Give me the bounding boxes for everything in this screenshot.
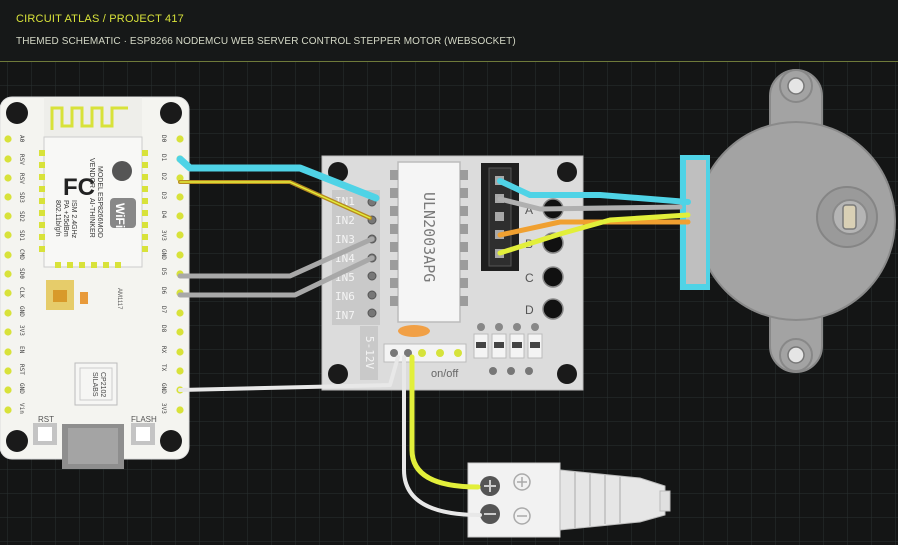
wire-motor-orange[interactable] [497,219,691,238]
led-indicators [473,323,543,375]
pin-label-3v3-right-1: 3V3 [160,230,167,241]
pin-label-d7: D7 [160,306,167,314]
wire-ground-jack[interactable] [402,355,482,517]
input-label-in7: IN7 [335,309,355,322]
pin-label-3v3-left-1: 3V3 [18,325,25,336]
pin-label-rsv-1: RSV [18,154,25,165]
switch-label[interactable]: on/off [431,368,459,380]
pin-label-sd2: SD2 [18,211,25,222]
module-logo-icon [112,161,132,181]
wire-d1-in1[interactable] [176,155,380,202]
wire-d5-in3[interactable] [177,236,375,279]
plus-icon [513,473,531,491]
pin-label-d6: D6 [160,287,167,295]
pin-label-d1: D1 [160,154,167,162]
usb-chip-model: CP2102 [99,372,106,397]
mount-hole-top [787,77,805,95]
pin-label-d3: D3 [160,192,167,200]
pin-label-d5: D5 [160,268,167,276]
pin-label-rst: RST [18,364,25,375]
pin-label-3v3-right-2: 3V3 [160,403,167,414]
uln2003-chip-label: ULN2003APG [420,192,438,282]
chip-line-model: MODEL [96,166,103,191]
led-label-a: A [525,203,533,217]
dc-power-jack[interactable] [467,462,671,538]
pin-label-a0: A0 [18,135,25,143]
pin-label-rx: RX [160,346,167,354]
input-label-in2: IN2 [335,214,355,227]
pin-label-d2: D2 [160,173,167,181]
pin-label-sd1: SD1 [18,230,25,241]
wires [176,155,691,517]
nodemcu-esp8266-board[interactable]: FC MODEL VENDOR ESP8266MOD AI-THINKER IS… [0,96,190,469]
mount-hole-bottom [787,346,805,364]
pin-label-rsv-2: RSV [18,173,25,184]
motor-shaft [842,204,857,230]
wire-motor-gray[interactable] [497,196,683,212]
chip-line-pa: PA +25dBm [62,200,69,237]
input-label-in3: IN3 [335,233,355,246]
pin-label-tx: TX [160,364,167,372]
usb-uart-chip [74,362,118,406]
wire-motor-yellow[interactable] [497,212,691,256]
chip-line-vendor: VENDOR [88,158,95,188]
led-label-d: D [525,303,534,317]
capacitor [398,325,430,337]
pin-label-gnd-right-1: GND [160,249,167,260]
pin-label-sd3: SD3 [18,192,25,203]
chip-line-standard: 802.11b/g/n [54,200,61,237]
rst-button-label: RST [38,415,54,424]
usb-chip-vendor: SILABS [91,372,98,397]
chip-line-vendor-value: AI-THINKER [88,198,95,238]
pin-label-en: EN [18,346,25,354]
breadcrumb[interactable]: CIRCUIT ATLAS / PROJECT 417 [16,13,185,25]
stepper-motor[interactable] [680,69,896,373]
pin-label-clk: CLK [18,287,25,298]
pin-label-gnd-right-2: GND [160,383,167,394]
wifi-logo-badge [110,198,136,228]
pin-label-d4: D4 [160,211,167,219]
wire-motor-cyan[interactable] [497,178,691,205]
header-bar: CIRCUIT ATLAS / PROJECT 417 THEMED SCHEM… [0,0,898,62]
wire-d6-in4[interactable] [177,255,375,298]
pin-label-gnd-left-2: GND [18,383,25,394]
pin-label-cmd: CMD [18,249,25,260]
fcc-logo: FC [63,174,95,201]
chip-line-ism: ISM 2.4GHz [70,200,77,239]
minus-icon [513,507,531,525]
pin-label-gnd-left-1: GND [18,306,25,317]
power-label: 5-12V [363,336,376,369]
pin-label-d0: D0 [160,135,167,143]
wire-power-jack[interactable] [409,354,481,490]
input-label-in6: IN6 [335,290,355,303]
regulator-label: AM1117 [116,288,122,310]
pin-label-d8: D8 [160,325,167,333]
pin-label-vin: Vin [18,403,25,414]
led-label-c: C [525,271,534,285]
wire-gnd-driver[interactable] [178,355,400,392]
flash-button-label: FLASH [131,415,157,424]
chip-line-model-value: ESP8266MOD [96,192,103,238]
wifi-logo: WiFi [113,203,127,228]
page-subtitle: THEMED SCHEMATIC · ESP8266 NODEMCU WEB S… [16,36,516,47]
left-pin-header [4,135,12,414]
pin-label-sd0: SD0 [18,268,25,279]
uln2003-chip [397,161,461,323]
